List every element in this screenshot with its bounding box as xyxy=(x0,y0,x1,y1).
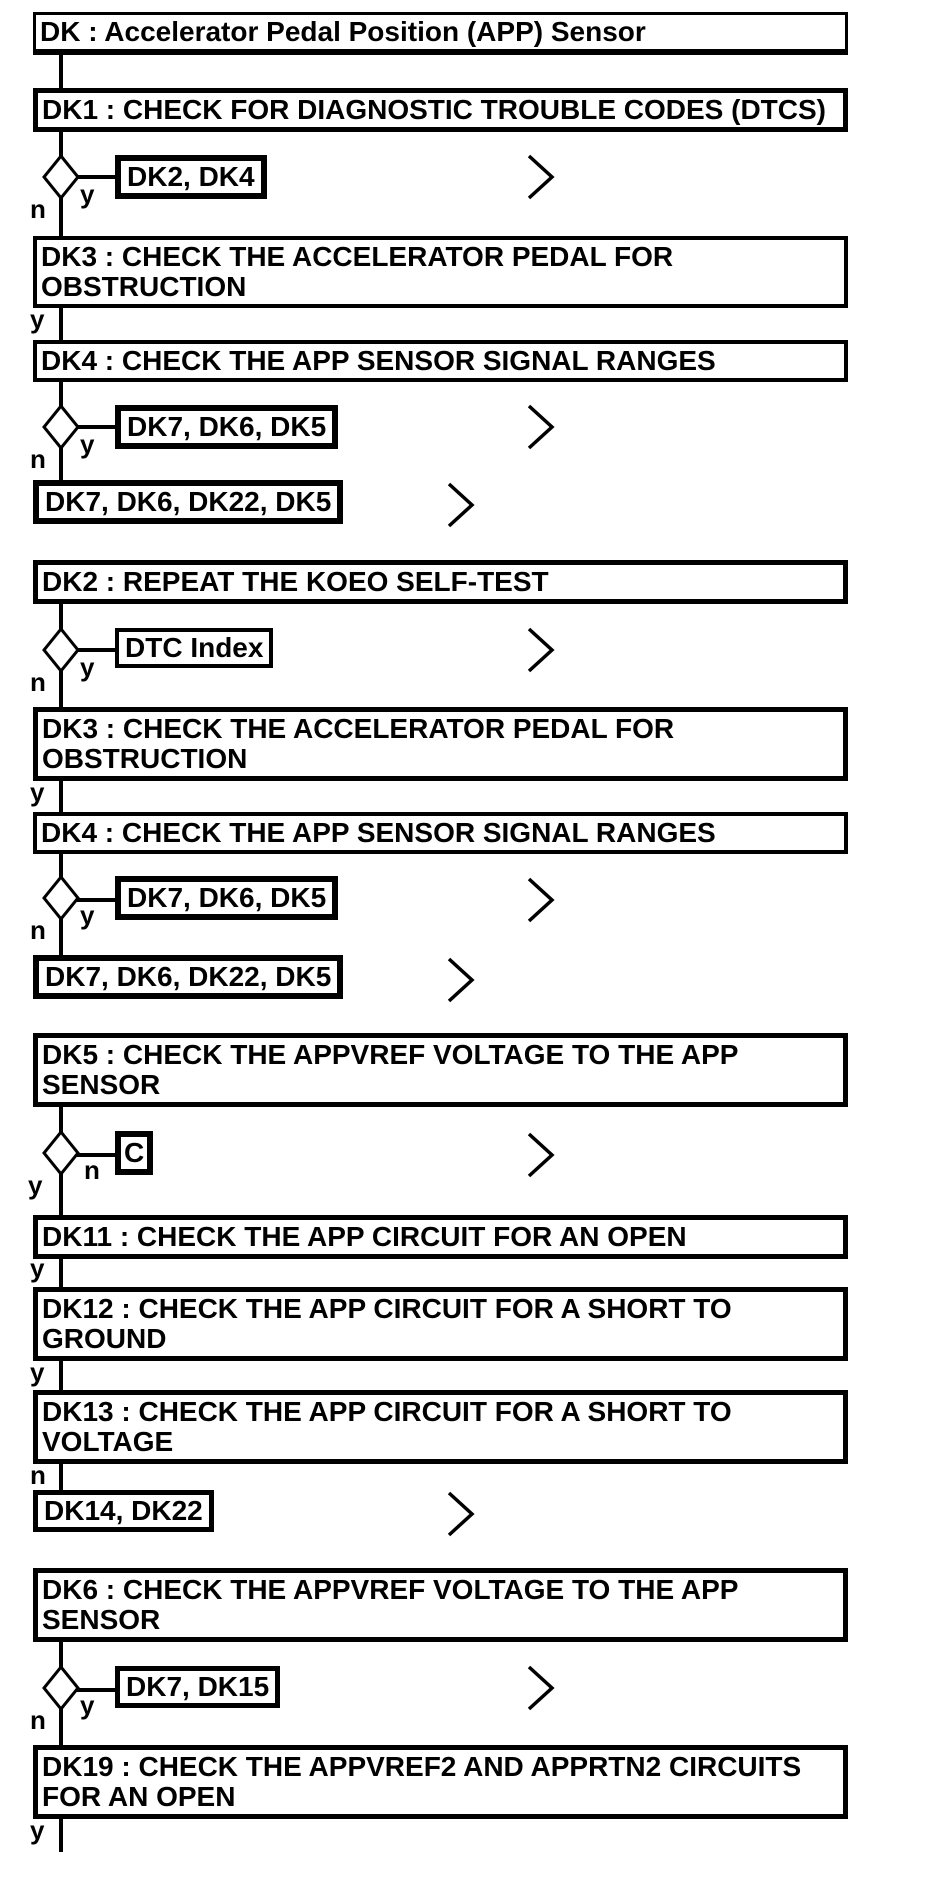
no-label: n xyxy=(84,1155,100,1185)
connector-line xyxy=(59,1460,63,1493)
chevron-right-icon xyxy=(527,1665,555,1711)
step-box-dk3-repeat: DK3 : CHECK THE ACCELERATOR PEDAL FOR OB… xyxy=(33,707,848,781)
yes-label: y xyxy=(30,777,45,807)
step-box-dk4-repeat: DK4 : CHECK THE APP SENSOR SIGNAL RANGES xyxy=(33,812,848,854)
yes-label: y xyxy=(80,652,95,682)
yes-label: y xyxy=(28,1170,43,1200)
yes-label: y xyxy=(80,1690,95,1720)
chevron-right-icon xyxy=(447,482,475,528)
decision-diamond-icon xyxy=(42,627,80,673)
chevron-right-icon xyxy=(527,154,555,200)
yes-label: y xyxy=(80,900,95,930)
branch-line xyxy=(76,898,122,902)
chevron-right-icon xyxy=(527,404,555,450)
branch-line xyxy=(76,1688,122,1692)
chevron-right-icon xyxy=(527,1132,555,1178)
chevron-right-icon xyxy=(527,627,555,673)
step-box-dk1: DK1 : CHECK FOR DIAGNOSTIC TROUBLE CODES… xyxy=(33,88,848,132)
flowchart-title-box: DK : Accelerator Pedal Position (APP) Se… xyxy=(33,12,848,55)
branch-box-dk14-dk22: DK14, DK22 xyxy=(33,1490,214,1532)
decision-diamond-icon xyxy=(42,404,80,450)
branch-line xyxy=(76,175,122,179)
branch-line xyxy=(76,425,122,429)
no-label: n xyxy=(30,667,46,697)
yes-label: y xyxy=(80,179,95,209)
connector-line xyxy=(59,1815,63,1852)
step-box-dk19: DK19 : CHECK THE APPVREF2 AND APPRTN2 CI… xyxy=(33,1745,848,1819)
branch-line xyxy=(76,1153,122,1157)
step-box-dk3: DK3 : CHECK THE ACCELERATOR PEDAL FOR OB… xyxy=(33,236,848,308)
decision-diamond-icon xyxy=(42,1665,80,1711)
yes-label: y xyxy=(30,1253,45,1283)
chevron-right-icon xyxy=(447,957,475,1003)
decision-diamond-icon xyxy=(42,875,80,921)
connector-line xyxy=(59,305,63,344)
yes-label: y xyxy=(30,1357,45,1387)
yes-label: y xyxy=(30,304,45,334)
decision-diamond-icon xyxy=(42,1130,80,1176)
branch-box-dk7-dk6-dk5-repeat: DK7, DK6, DK5 xyxy=(115,876,339,920)
connector-line xyxy=(59,53,63,92)
chevron-right-icon xyxy=(527,877,555,923)
branch-box-dk7-dk6-dk22-dk5-repeat: DK7, DK6, DK22, DK5 xyxy=(33,955,344,999)
connector-line xyxy=(59,1357,63,1394)
chevron-right-icon xyxy=(447,1491,475,1537)
connector-line xyxy=(59,1253,63,1291)
no-label: n xyxy=(30,1705,46,1735)
no-label: n xyxy=(30,1460,46,1490)
step-box-dk12: DK12 : CHECK THE APP CIRCUIT FOR A SHORT… xyxy=(33,1287,848,1361)
connector-line xyxy=(59,777,63,816)
branch-box-dk7-dk15: DK7, DK15 xyxy=(115,1666,281,1708)
branch-box-dtc-index: DTC Index xyxy=(115,628,274,668)
step-box-dk2: DK2 : REPEAT THE KOEO SELF-TEST xyxy=(33,560,848,604)
yes-label: y xyxy=(80,429,95,459)
step-box-dk11: DK11 : CHECK THE APP CIRCUIT FOR AN OPEN xyxy=(33,1215,848,1259)
branch-box-c: C xyxy=(115,1131,154,1175)
step-box-dk13: DK13 : CHECK THE APP CIRCUIT FOR A SHORT… xyxy=(33,1390,848,1464)
branch-box-dk2-dk4: DK2, DK4 xyxy=(115,155,267,199)
decision-diamond-icon xyxy=(42,154,80,200)
yes-label: y xyxy=(30,1815,45,1845)
branch-box-dk7-dk6-dk5: DK7, DK6, DK5 xyxy=(115,405,339,449)
step-box-dk6: DK6 : CHECK THE APPVREF VOLTAGE TO THE A… xyxy=(33,1568,848,1642)
step-box-dk5: DK5 : CHECK THE APPVREF VOLTAGE TO THE A… xyxy=(33,1033,848,1107)
branch-box-dk7-dk6-dk22-dk5: DK7, DK6, DK22, DK5 xyxy=(33,480,344,524)
no-label: n xyxy=(30,915,46,945)
branch-line xyxy=(76,648,122,652)
no-label: n xyxy=(30,444,46,474)
no-label: n xyxy=(30,194,46,224)
step-box-dk4: DK4 : CHECK THE APP SENSOR SIGNAL RANGES xyxy=(33,340,848,382)
